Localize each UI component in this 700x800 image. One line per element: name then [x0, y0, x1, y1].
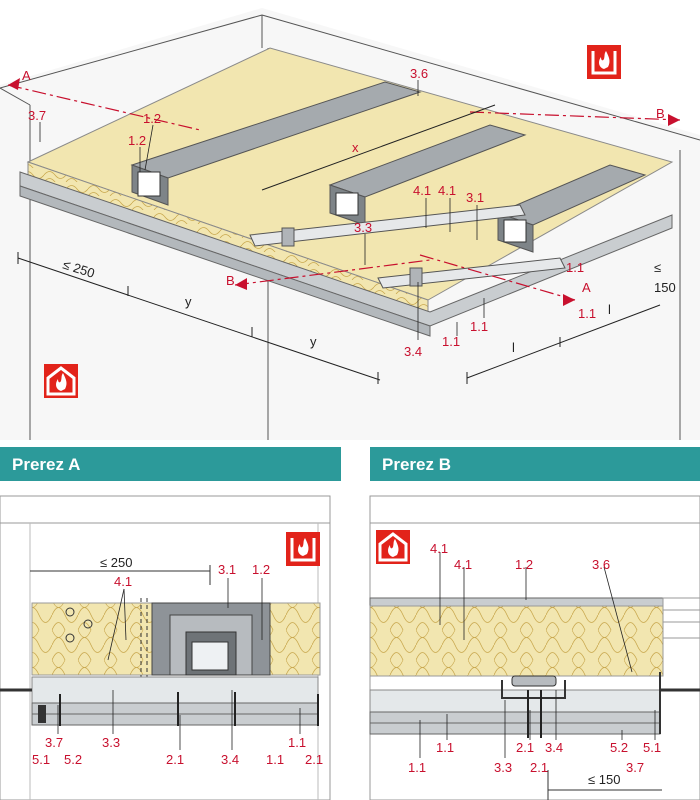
steel-channels — [130, 81, 647, 253]
dim-l-1: l — [608, 302, 611, 317]
label-1-2-a: 1.2 — [143, 111, 161, 126]
label-1-1-b: 1.1 — [470, 319, 488, 334]
label-1-2-b: 1.2 — [128, 133, 146, 148]
label-b-2-1-b: 2.1 — [530, 760, 548, 775]
fire-resistance-icon — [44, 364, 78, 398]
label-b-3-6: 3.6 — [592, 557, 610, 572]
label-b-3-7: 3.7 — [626, 760, 644, 775]
label-a-1-1-b: 1.1 — [288, 735, 306, 750]
section-marker-b-2: B — [226, 273, 235, 288]
section-a-title: Prerez A — [12, 455, 80, 474]
label-1-1-a: 1.1 — [442, 334, 460, 349]
section-marker-a-1: A — [22, 68, 31, 83]
section-arrows — [8, 78, 680, 306]
label-b-1-1-b: 1.1 — [436, 740, 454, 755]
label-a-1-2: 1.2 — [252, 562, 270, 577]
isometric-view: 3.6 3.7 1.2 1.2 x 4.1 4.1 3.1 3.3 3.4 1.… — [0, 8, 700, 440]
dim-b-le-150: ≤ 150 — [588, 772, 620, 787]
hanger-clip-section-b — [501, 675, 566, 699]
label-a-4-1: 4.1 — [114, 574, 132, 589]
leader-lines-top — [39, 80, 485, 340]
section-b-drawing: ≤ 150 4.1 4.1 1.2 3.6 1.1 1.1 2.1 3.4 3.… — [369, 495, 700, 800]
label-b-3-4: 3.4 — [545, 740, 563, 755]
label-b-5-2: 5.2 — [610, 740, 628, 755]
screws-section-b — [527, 690, 542, 738]
section-a-header: Prerez A — [0, 447, 341, 481]
screws-section-a — [59, 692, 319, 726]
dim-le-150-value: 150 — [654, 280, 676, 295]
section-lines — [7, 84, 681, 301]
dim-y-1: y — [185, 294, 192, 309]
fire-resistance-icon — [286, 532, 320, 566]
label-a-1-1-a: 1.1 — [266, 752, 284, 767]
section-b-header: Prerez B — [370, 447, 700, 481]
section-marker-b-1: B — [656, 106, 665, 121]
dim-a-le-250: ≤ 250 — [100, 555, 132, 570]
section-marker-a-2: A — [582, 280, 591, 295]
label-a-3-7: 3.7 — [45, 735, 63, 750]
dim-l-2: l — [512, 340, 515, 355]
label-3-3: 3.3 — [354, 220, 372, 235]
fire-resistance-icon — [587, 45, 621, 79]
label-x: x — [352, 140, 359, 155]
label-1-1-d: 1.1 — [566, 260, 584, 275]
label-4-1-a: 4.1 — [413, 183, 431, 198]
dim-le-150-symbol: ≤ — [654, 260, 661, 275]
label-a-5-1: 5.1 — [32, 752, 50, 767]
label-a-3-1: 3.1 — [218, 562, 236, 577]
label-b-4-1-a: 4.1 — [430, 541, 448, 556]
label-b-2-1-a: 2.1 — [516, 740, 534, 755]
label-a-5-2: 5.2 — [64, 752, 82, 767]
label-a-3-4: 3.4 — [221, 752, 239, 767]
dim-y-2: y — [310, 334, 317, 349]
label-b-1-1-a: 1.1 — [408, 760, 426, 775]
dimension-lines — [17, 104, 661, 384]
label-b-3-3: 3.3 — [494, 760, 512, 775]
label-a-2-1-a: 2.1 — [166, 752, 184, 767]
label-b-1-2: 1.2 — [515, 557, 533, 572]
section-b-title: Prerez B — [382, 455, 451, 474]
section-a-drawing: ≤ 250 3.1 1.2 4.1 3.7 3.3 2.1 3.4 1.1 1.… — [0, 495, 331, 800]
label-3-7: 3.7 — [28, 108, 46, 123]
label-4-1-b: 4.1 — [438, 183, 456, 198]
label-b-4-1-b: 4.1 — [454, 557, 472, 572]
label-3-4: 3.4 — [404, 344, 422, 359]
label-3-1: 3.1 — [466, 190, 484, 205]
label-a-3-3: 3.3 — [102, 735, 120, 750]
fire-resistance-icon — [376, 530, 410, 564]
leader-lines-b — [419, 552, 656, 758]
label-3-6: 3.6 — [410, 66, 428, 81]
hanger-rails — [249, 204, 566, 289]
label-a-2-1-b: 2.1 — [305, 752, 323, 767]
leader-lines-a — [57, 578, 301, 750]
steel-channel-section-a — [151, 602, 271, 676]
label-1-1-c: 1.1 — [578, 306, 596, 321]
gypsum-boards — [19, 171, 673, 337]
label-b-5-1: 5.1 — [643, 740, 661, 755]
